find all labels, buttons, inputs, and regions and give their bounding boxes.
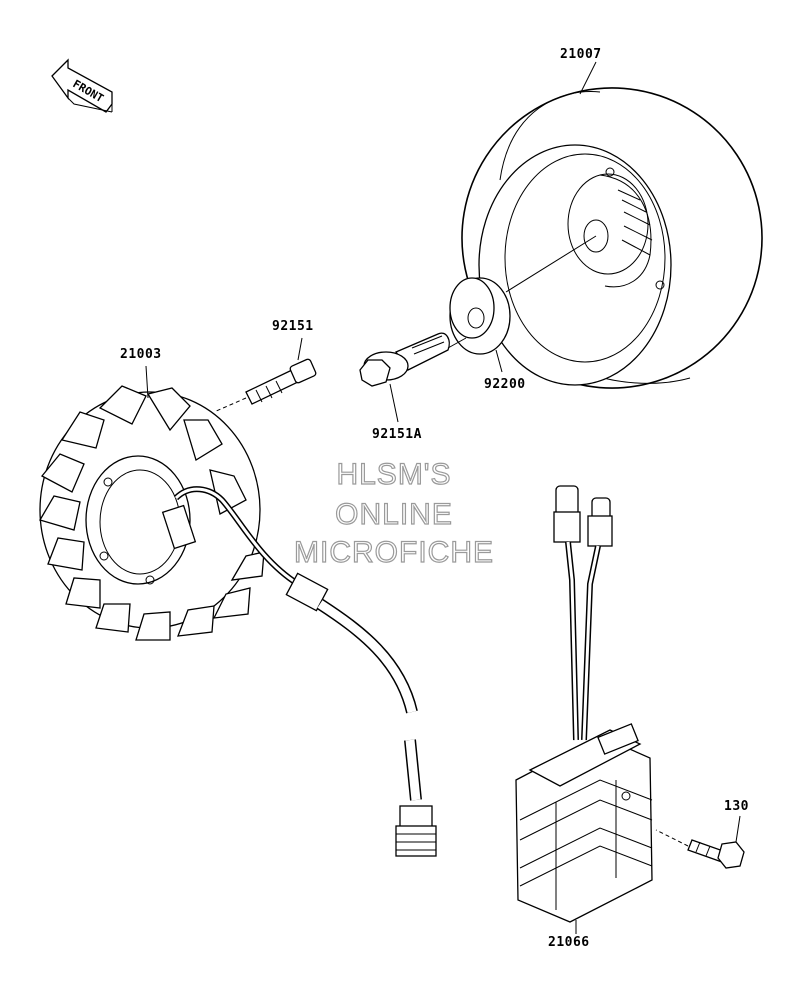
part-label-92200: 92200 (484, 377, 526, 392)
part-label-21007: 21007 (560, 47, 602, 62)
part-label-130: 130 (724, 799, 749, 814)
part-label-92151: 92151 (272, 319, 314, 334)
part-label-21066: 21066 (548, 935, 590, 950)
flange-bolt: 92151A (359, 332, 467, 442)
regulator-connectors (553, 485, 613, 741)
regulator-rectifier: 21066 (515, 723, 653, 950)
regulator-bolt: 130 (655, 799, 749, 869)
stator-coil: 21003 (39, 347, 265, 641)
watermark-line-3: MICROFICHE (294, 536, 494, 569)
flywheel-rotor: 21007 (461, 47, 763, 389)
part-label-21003: 21003 (120, 347, 162, 362)
stator-wire (161, 486, 437, 857)
washer: 92200 (449, 235, 597, 392)
watermark-line-2: ONLINE (335, 498, 453, 531)
part-label-92151A: 92151A (372, 427, 422, 442)
front-arrow-icon: FRONT (51, 58, 113, 113)
watermark: HLSM'S ONLINE MICROFICHE (293, 457, 494, 569)
bolt: 92151 (213, 319, 317, 413)
watermark-line-1: HLSM'S (336, 458, 451, 491)
